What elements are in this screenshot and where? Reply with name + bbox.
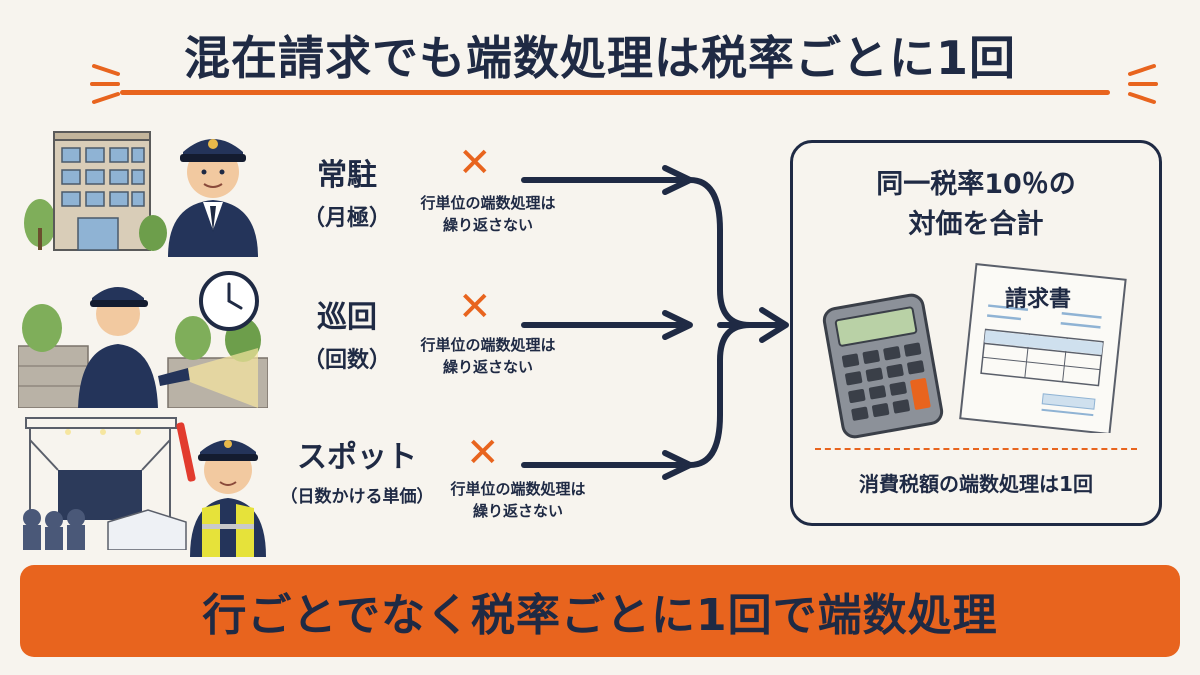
note-line: 行単位の端数処理は	[450, 480, 586, 498]
row-main-label: 巡回	[317, 300, 377, 335]
row-label-resident: 常駐 （月極）	[272, 150, 422, 232]
result-heading: 同一税率10％の 対価を合計	[793, 165, 1159, 245]
row-sub-label: （日数かける単価）	[280, 487, 434, 507]
traffic-baton-guard-icon	[176, 422, 266, 557]
row-sub-label: （月極）	[302, 206, 391, 231]
invoice-icon	[959, 263, 1127, 433]
note-line: 行単位の端数処理は	[420, 336, 556, 354]
note-line: 行単位の端数処理は	[420, 194, 556, 212]
title-underline	[120, 90, 1110, 95]
office-building-icon	[24, 131, 167, 251]
row-note: 行単位の端数処理は 繰り返さない	[428, 478, 608, 522]
note-line: 繰り返さない	[442, 358, 533, 376]
calculator-icon	[822, 293, 944, 439]
result-divider	[815, 448, 1137, 450]
row-note: 行単位の端数処理は 繰り返さない	[398, 334, 578, 378]
row-sub-label: （回数）	[302, 348, 391, 373]
note-line: 繰り返さない	[472, 502, 563, 520]
row-note: 行単位の端数処理は 繰り返さない	[398, 192, 578, 236]
page-title: 混在請求でも端数処理は税率ごとに1回	[183, 31, 1016, 85]
spark-left-icon	[90, 64, 120, 104]
bottom-banner: 行ごとでなく税率ごとに1回で端数処理	[20, 565, 1180, 657]
spark-right-icon	[1128, 64, 1158, 104]
result-box: 同一税率10％の 対価を合計 請求書	[790, 140, 1162, 526]
result-footer: 消費税額の端数処理は1回	[859, 472, 1093, 496]
clock-icon	[199, 271, 259, 331]
guard-icon	[168, 139, 258, 257]
cross-mark-icon: ✕	[466, 430, 500, 476]
arrow-icon	[521, 165, 789, 480]
row-main-label: スポット	[297, 440, 417, 475]
result-heading-line: 同一税率10％の	[876, 169, 1076, 200]
result-heading-line: 対価を合計	[908, 209, 1044, 240]
row-label-spot: スポット （日数かける単価）	[262, 432, 452, 507]
invoice-title: 請求書	[1005, 287, 1072, 312]
banner-text: 行ごとでなく税率ごとに1回で端数処理	[202, 590, 998, 641]
row-label-patrol: 巡回 （回数）	[272, 292, 422, 374]
cross-mark-icon: ✕	[458, 140, 492, 186]
row-main-label: 常駐	[317, 158, 377, 193]
cross-mark-icon: ✕	[458, 284, 492, 330]
stage-icon	[23, 417, 187, 550]
note-line: 繰り返さない	[442, 216, 533, 234]
